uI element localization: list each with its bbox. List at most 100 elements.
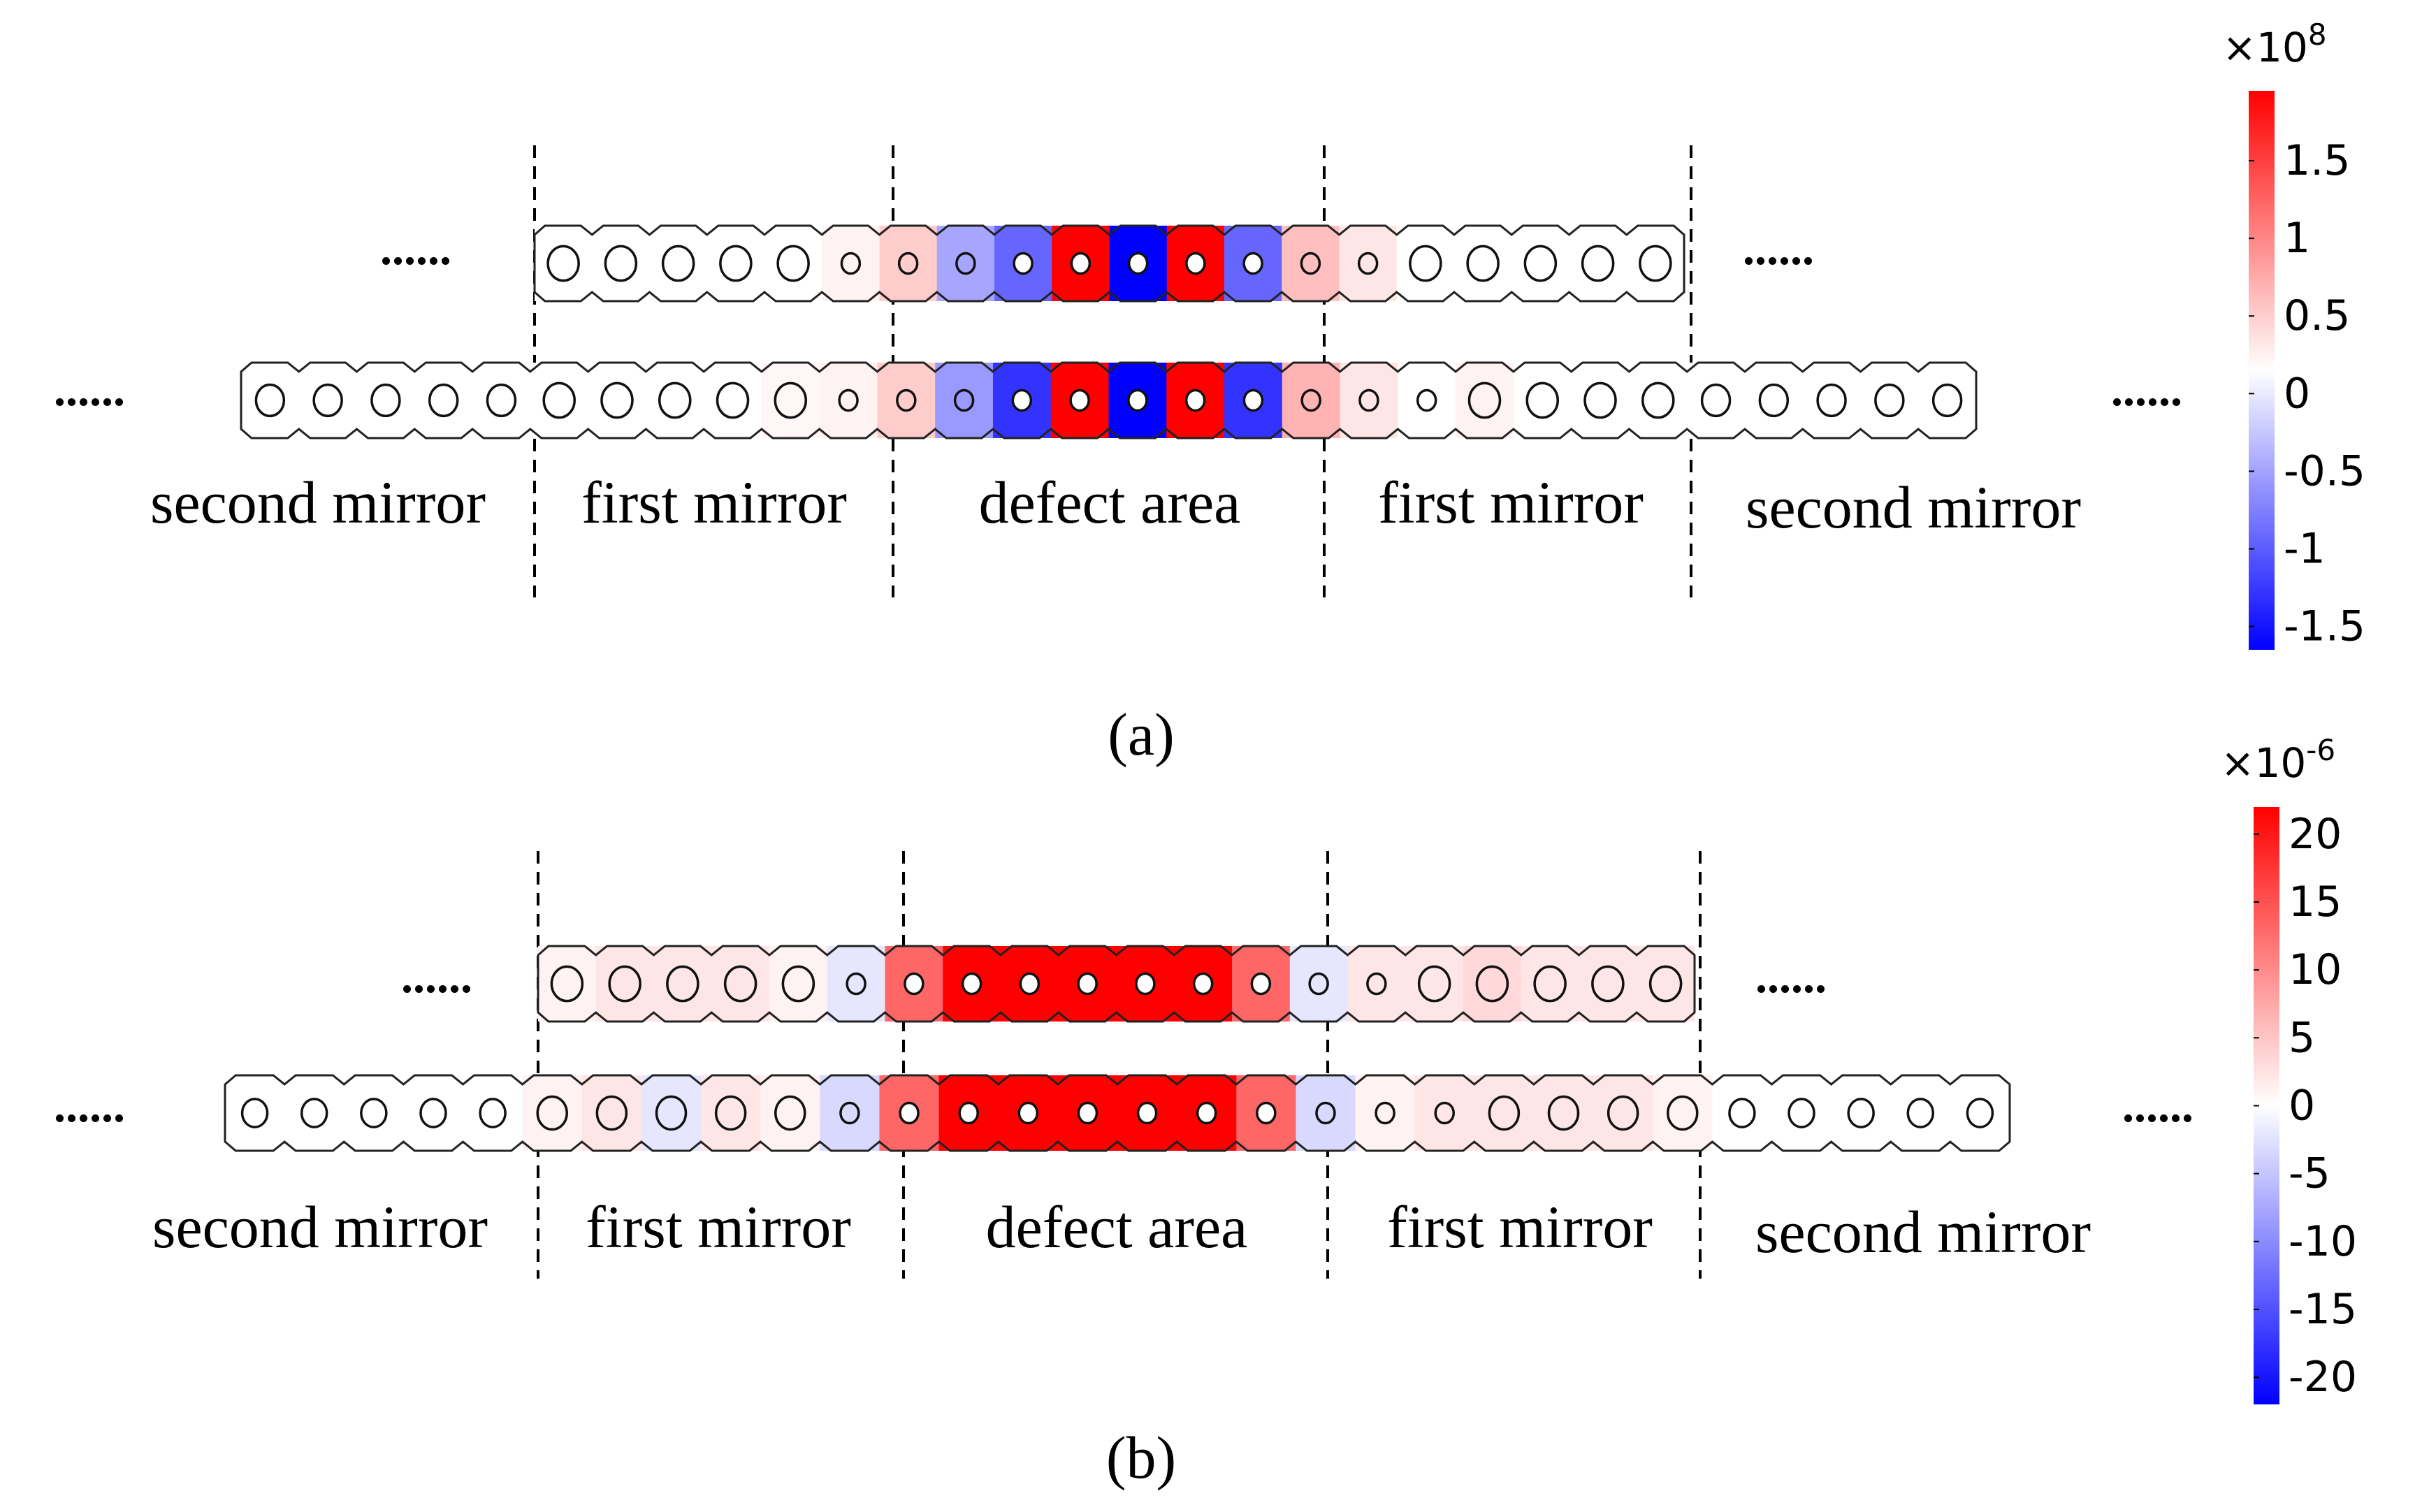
field-cell	[403, 1075, 464, 1151]
hole	[1136, 1101, 1158, 1125]
hole	[716, 381, 750, 419]
hole	[360, 1098, 388, 1128]
hole	[1357, 252, 1379, 275]
hole	[658, 381, 692, 419]
hole	[1417, 965, 1451, 1003]
hole	[714, 1095, 747, 1131]
field-cell	[1569, 226, 1627, 301]
hole	[1416, 388, 1437, 412]
colorbar-tick-label: 1.5	[2284, 136, 2350, 185]
hole	[1533, 965, 1567, 1003]
hole	[1788, 1098, 1815, 1128]
field-cell	[1456, 363, 1514, 438]
hole	[719, 245, 753, 282]
hole	[1315, 1101, 1336, 1125]
hole	[838, 388, 859, 412]
field-cell	[879, 226, 938, 301]
field-cell	[935, 363, 994, 438]
field-cell	[535, 226, 593, 301]
bottom-beam	[240, 361, 1978, 439]
hole	[1127, 252, 1149, 275]
beam-outline	[224, 1074, 2011, 1152]
field-cell	[822, 226, 880, 301]
field-cell	[1296, 1075, 1356, 1151]
hole	[1375, 1101, 1395, 1125]
hole	[899, 1101, 920, 1125]
ellipsis-right-top: ......	[1743, 221, 1814, 275]
hole	[1874, 383, 1905, 418]
field-cell	[761, 363, 820, 438]
hole	[1728, 1098, 1756, 1128]
ellipsis-right-bottom: ......	[2111, 363, 2182, 416]
hole	[1358, 388, 1379, 412]
hole	[1185, 252, 1206, 275]
field-cell	[1463, 946, 1522, 1022]
hole	[1135, 972, 1156, 996]
field-cell	[472, 363, 531, 438]
hole	[1127, 388, 1148, 412]
field-cell	[284, 1075, 345, 1151]
hole	[955, 252, 976, 275]
colorbar-exponent: ×10-6	[2221, 733, 2335, 787]
hole	[419, 1098, 447, 1128]
field-cell	[1511, 226, 1569, 301]
colorbar-tick-label: -5	[2289, 1149, 2330, 1198]
hole	[1184, 388, 1206, 412]
ellipsis-left-bottom: ......	[54, 363, 125, 416]
colorbar-exponent: ×108	[2222, 17, 2326, 71]
hole	[1256, 1101, 1277, 1125]
beam-outline	[537, 945, 1696, 1023]
hole	[897, 252, 919, 275]
hole	[370, 383, 401, 418]
hole	[723, 965, 757, 1003]
hole	[1607, 1095, 1639, 1131]
hole	[666, 965, 699, 1003]
hole	[1196, 1101, 1217, 1125]
hole	[604, 245, 638, 282]
hole	[1466, 245, 1500, 282]
hole	[1017, 1101, 1039, 1125]
ellipsis-left-top: ......	[401, 950, 472, 1003]
hole	[254, 383, 286, 418]
field-cell	[706, 226, 765, 301]
hole	[1434, 1101, 1455, 1125]
hole	[1931, 383, 1963, 418]
field-cell	[1771, 1075, 1832, 1151]
hole	[1488, 1095, 1521, 1131]
hole	[536, 1095, 568, 1131]
field-cell	[1282, 363, 1341, 438]
hole	[781, 965, 815, 1003]
field-cell	[1355, 1075, 1416, 1151]
field-cell	[701, 1075, 761, 1151]
label-first-mirror-right: first mirror	[1387, 1193, 1653, 1260]
field-cell	[827, 946, 885, 1022]
field-cell	[1405, 946, 1464, 1022]
field-cell	[1629, 363, 1688, 438]
colorbar-tick-label: -20	[2289, 1353, 2357, 1402]
hole	[1547, 1095, 1580, 1131]
hole	[776, 245, 810, 282]
hole	[1966, 1098, 1994, 1128]
top-beam	[537, 945, 1696, 1023]
hole	[300, 1098, 328, 1128]
field-cell	[704, 363, 762, 438]
field-cell	[1637, 946, 1695, 1022]
hole	[600, 381, 634, 419]
hole	[1667, 1095, 1699, 1131]
ellipsis-right-bottom: ......	[2122, 1079, 2193, 1132]
field-cell	[1802, 363, 1861, 438]
hole	[550, 965, 584, 1003]
field-cell	[588, 363, 646, 438]
hole	[428, 383, 459, 418]
hole	[1019, 972, 1040, 996]
field-cell	[877, 363, 936, 438]
colorbar-gradient	[2249, 91, 2275, 650]
field-cell	[592, 226, 650, 301]
field-cell	[1398, 363, 1456, 438]
ellipsis-left-top: ......	[380, 221, 451, 275]
hole	[546, 245, 580, 282]
label-first-mirror-left: first mirror	[586, 1193, 851, 1260]
ellipsis-left-bottom: ......	[54, 1079, 125, 1132]
field-cell	[1687, 363, 1746, 438]
colorbar-tick-label: 15	[2289, 878, 2342, 926]
